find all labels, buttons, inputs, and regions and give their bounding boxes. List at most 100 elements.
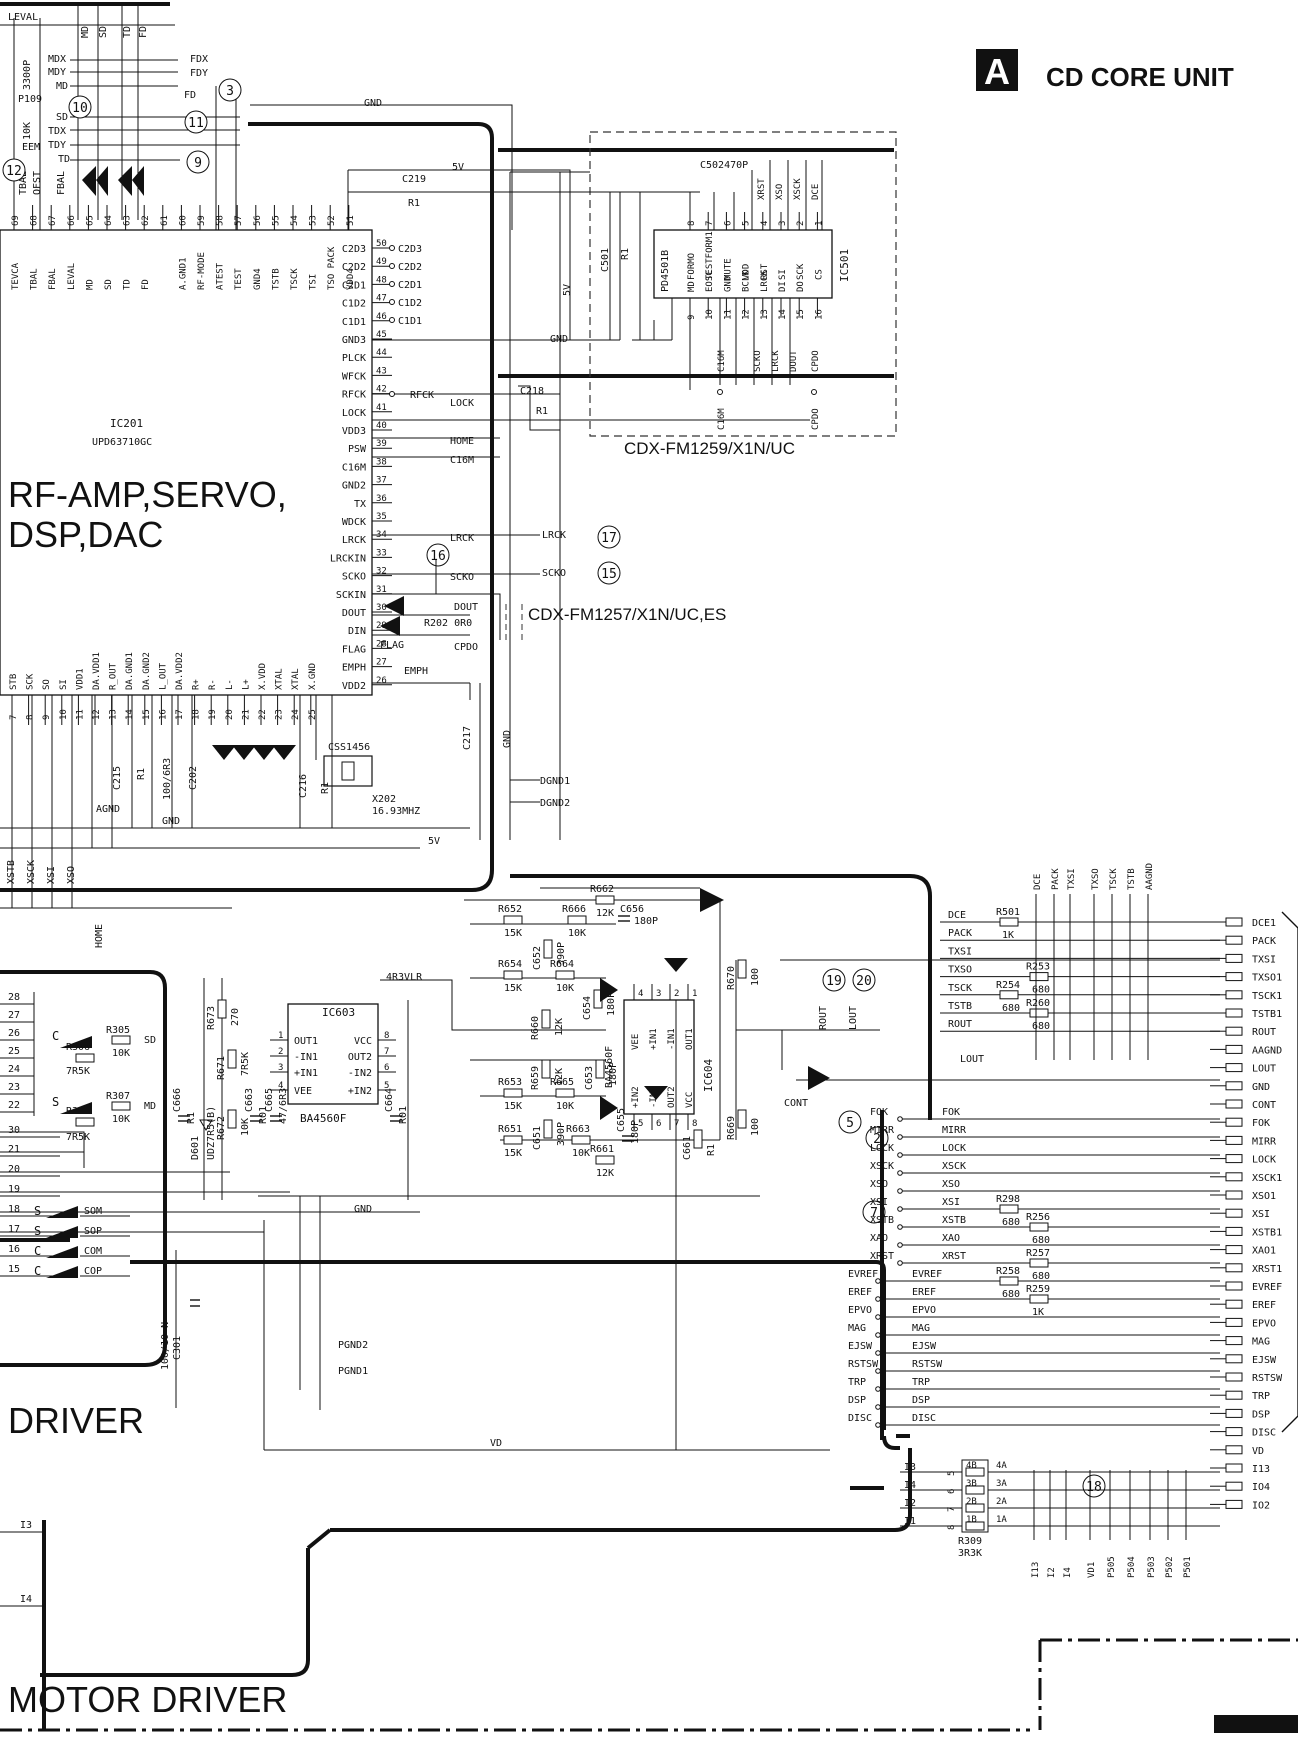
component-r670-value: 100 xyxy=(750,968,761,986)
ic201-pin-48-number: 48 xyxy=(376,275,387,285)
r309-input-i2: I2 xyxy=(904,1498,916,1509)
interface-left-evref: EVREF xyxy=(848,1269,878,1280)
component-c652-symbol xyxy=(543,939,553,959)
ic501-top-signal-dce: DCE xyxy=(811,184,821,200)
ic201-pin-22-name: X.VDD xyxy=(258,663,268,690)
connector-pin-mirr-label: MIRR xyxy=(1252,1136,1277,1147)
ic201-pin-58-name: ATEST xyxy=(216,262,226,290)
ic201-part: UPD63710GC xyxy=(92,437,152,448)
component-r653-ref: R653 xyxy=(498,1077,522,1088)
section-title-driver: DRIVER xyxy=(8,1400,144,1441)
callout-19 xyxy=(822,968,846,992)
interface-left-rstsw-terminal xyxy=(875,1368,881,1374)
bottom-signal-p501: P501 xyxy=(1183,1556,1193,1578)
r309-value: 3R3K xyxy=(958,1548,982,1559)
r309-element-3 xyxy=(965,1521,985,1531)
component-r666-ref: R666 xyxy=(562,904,586,915)
interface-top-txso: TXSO xyxy=(1091,868,1101,890)
label-gnd-vert: GND xyxy=(502,730,513,748)
label-c219: C219 xyxy=(402,174,426,185)
r305-value: 10K xyxy=(112,1048,130,1059)
ic201-pin-38-number: 38 xyxy=(376,457,387,467)
interface-r253-ref: R253 xyxy=(1026,962,1050,973)
ic201-pin-52-number: 52 xyxy=(327,215,337,226)
interface-left-fok: FOK xyxy=(870,1107,888,1118)
ic604-part: BA4560F xyxy=(604,1046,615,1088)
switch-com-letter: C xyxy=(34,1244,41,1258)
component-c653-value: 180P xyxy=(608,1062,619,1086)
ic201-body xyxy=(0,229,373,696)
ic201-pin-30-name: DOUT xyxy=(342,608,366,619)
ic201-pin-56-number: 56 xyxy=(253,215,263,226)
ic201-pin-45-number: 45 xyxy=(376,330,387,340)
callout-19-number: 19 xyxy=(826,974,842,989)
callout-16 xyxy=(426,543,450,567)
connector-pin-rout-label: ROUT xyxy=(1252,1027,1276,1038)
interface-r254-symbol xyxy=(999,990,1019,1000)
connector-pin-pack-label: PACK xyxy=(1252,936,1276,947)
ic603-body xyxy=(287,1003,379,1105)
c301-ref: C301 xyxy=(172,1336,183,1360)
ic201-pin-63-number: 63 xyxy=(123,215,133,226)
section-title-dsp-dac: DSP,DAC xyxy=(8,514,163,555)
ic603-pin-3-number: 3 xyxy=(278,1063,283,1073)
interface-left-mag: MAG xyxy=(848,1323,866,1334)
ic201-pin-69-number: 69 xyxy=(11,215,21,226)
r307-value: 10K xyxy=(112,1114,130,1125)
component-c661-symbol xyxy=(693,1129,703,1149)
interface-mid-ejsw: EJSW xyxy=(912,1341,937,1352)
label-mdx: MDX xyxy=(48,54,66,65)
ic201-pin-28-name: FLAG xyxy=(342,644,366,655)
driver-row-22-number: 22 xyxy=(8,1100,20,1111)
interface-left-xso: XSO xyxy=(870,1179,888,1190)
driver-row-30-number: 30 xyxy=(8,1125,20,1136)
signal-c1d1: C1D1 xyxy=(398,316,422,327)
ic501-pin-16-number: 16 xyxy=(814,309,824,320)
signal-lock: LOCK xyxy=(450,398,474,409)
r309-input-i1: I1 xyxy=(904,1516,916,1527)
connector-pin-io2-box xyxy=(1225,1499,1243,1509)
ic201-pin-39-name: PSW xyxy=(348,444,367,455)
ic201-pin-19-number: 19 xyxy=(208,709,218,720)
ic501-bottom-signal-cpdo: CPDO xyxy=(811,350,821,372)
component-r651-symbol xyxy=(503,1135,523,1145)
label-lout: LOUT xyxy=(848,1006,859,1030)
r309-element-1 xyxy=(965,1485,985,1495)
ic603-pin-6-name: -IN2 xyxy=(348,1068,372,1079)
ic501-pin-15-number: 15 xyxy=(796,309,806,320)
label-4r3vlr: 4R3VLR xyxy=(386,972,423,983)
connector-pin-tsck1-label: TSCK1 xyxy=(1252,991,1282,1002)
interface-r259-ref: R259 xyxy=(1026,1284,1050,1295)
ic603-ref: IC603 xyxy=(322,1006,355,1019)
connector-pin-xsi-label: XSI xyxy=(1252,1209,1270,1220)
ic201-pin-41-name: LOCK xyxy=(342,408,366,419)
next-badge-box xyxy=(1214,1715,1298,1733)
switch-som-label: SOM xyxy=(84,1206,102,1217)
driver-row-23-number: 23 xyxy=(8,1082,20,1093)
ic201-pin-33-number: 33 xyxy=(376,548,387,558)
component-r661-ref: R661 xyxy=(590,1144,614,1155)
interface-left-ejsw: EJSW xyxy=(848,1341,873,1352)
component-c661-ref: C661 xyxy=(682,1136,693,1160)
ic201-pin-31-number: 31 xyxy=(376,585,387,595)
callout-7 xyxy=(862,1200,886,1224)
interface-left-epvo: EPVO xyxy=(848,1305,872,1316)
ic501-pin-3-name: SI xyxy=(778,269,788,280)
connector-pin-xrst1-box xyxy=(1225,1263,1243,1273)
r309-pin-num-0: 5 xyxy=(947,1471,957,1476)
label-r1-c216: R1 xyxy=(320,782,331,794)
connector-pin-io4-label: IO4 xyxy=(1252,1482,1270,1493)
r309-pin-num-2: 7 xyxy=(947,1507,957,1512)
interface-r260-symbol xyxy=(1029,1008,1049,1018)
connector-bracket xyxy=(1281,911,1298,1433)
label-ofst: OFST xyxy=(32,171,43,195)
component-c653-symbol xyxy=(595,1059,605,1079)
ic201-pin-10-number: 10 xyxy=(59,709,69,720)
ic501-ref: IC501 xyxy=(838,249,851,282)
component-r652-ref: R652 xyxy=(498,904,522,915)
ic501-cpdo-out: CPDO xyxy=(811,408,821,430)
ic603-pin-4-number: 4 xyxy=(278,1081,283,1091)
connector-pin-tstb1-box xyxy=(1225,1008,1243,1018)
ic501-c501: C501 xyxy=(600,248,611,272)
r309-pin-num-1: 6 xyxy=(947,1489,957,1494)
